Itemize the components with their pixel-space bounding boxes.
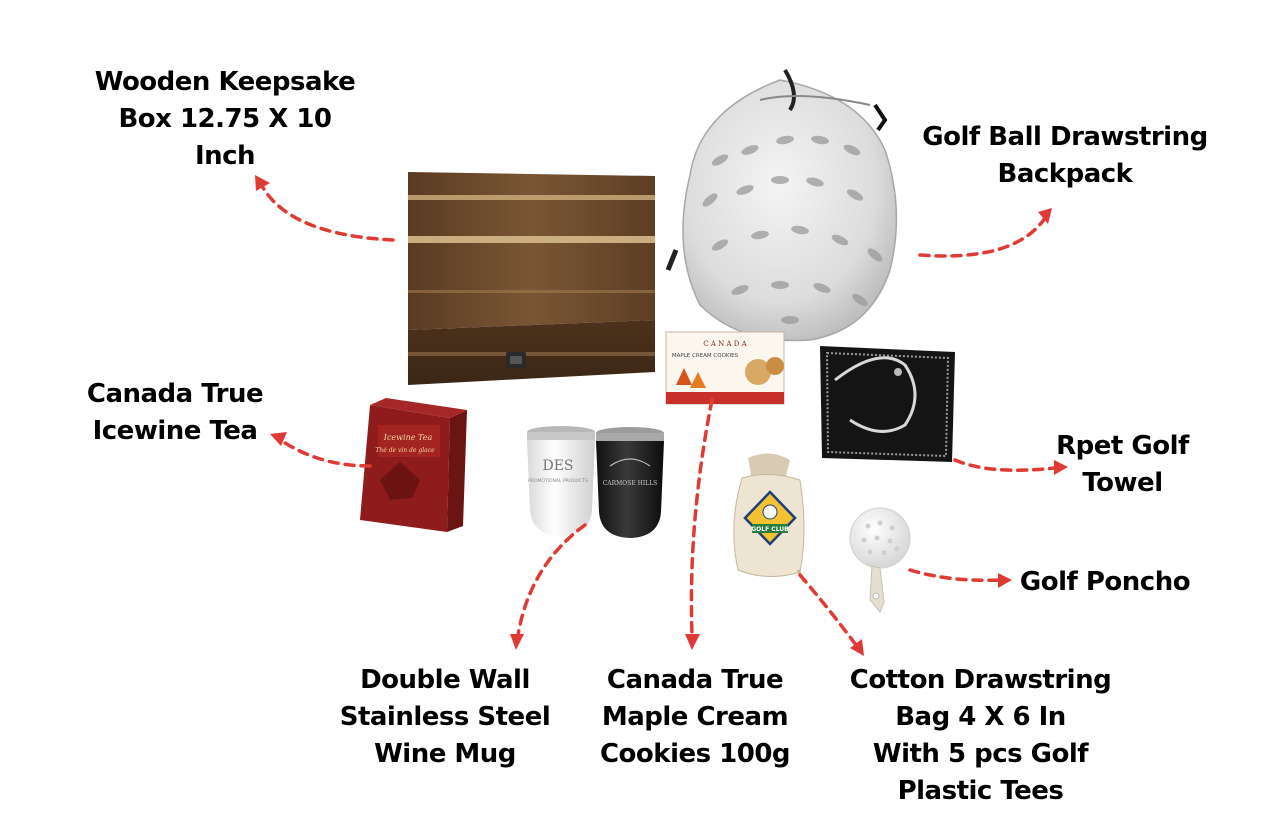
white-mug-text: PROMOTIONAL PRODUCTS bbox=[528, 478, 588, 484]
label-line: Backpack bbox=[997, 159, 1133, 189]
label-cookies: Canada True Maple Cream Cookies 100g bbox=[590, 662, 800, 773]
label-poncho: Golf Poncho bbox=[1010, 564, 1200, 601]
label-line: Double Wall bbox=[360, 665, 530, 695]
label-line: Icewine Tea bbox=[92, 416, 258, 446]
arrow-tea bbox=[270, 432, 372, 468]
label-line: Stainless Steel bbox=[339, 702, 551, 732]
label-towel: Rpet Golf Towel bbox=[1040, 428, 1205, 502]
golf-drawstring-bag-icon: GOLF CLUB bbox=[733, 453, 806, 583]
label-line: Maple Cream bbox=[601, 702, 789, 732]
label-line: Canada True bbox=[86, 379, 264, 409]
label-keepsake-box: Wooden Keepsake Box 12.75 X 10 Inch bbox=[80, 64, 370, 175]
label-line: Canada True bbox=[606, 665, 784, 695]
arrow-towel bbox=[953, 458, 1068, 475]
white-mug-logo: DES bbox=[542, 458, 573, 474]
arrow-drawstring-bag bbox=[798, 573, 864, 656]
cookie-box-title: MAPLE CREAM COOKIES bbox=[672, 353, 739, 359]
label-line: Plastic Tees bbox=[897, 776, 1064, 806]
white-wine-mug-icon: DES PROMOTIONAL PRODUCTS bbox=[527, 426, 595, 536]
label-line: Box 12.75 X 10 bbox=[118, 104, 332, 134]
label-tea: Canada True Icewine Tea bbox=[70, 376, 280, 450]
maple-cookie-box-icon: C A N A D A MAPLE CREAM COOKIES bbox=[665, 331, 785, 405]
label-line: Rpet Golf bbox=[1056, 431, 1189, 461]
arrow-keepsake-box bbox=[255, 175, 395, 242]
golf-ball-poncho-icon bbox=[849, 507, 911, 613]
label-line: Golf Ball Drawstring bbox=[922, 122, 1208, 152]
black-mug-text: CARMOSE HILLS bbox=[603, 480, 658, 487]
label-line: Bag 4 X 6 In bbox=[895, 702, 1066, 732]
tea-box-subtitle: Thé de vin de glace bbox=[375, 447, 435, 454]
label-line: Wooden Keepsake bbox=[94, 67, 356, 97]
label-line: With 5 pcs Golf bbox=[872, 739, 1089, 769]
label-line: Wine Mug bbox=[374, 739, 516, 769]
black-wine-mug-icon: CARMOSE HILLS bbox=[596, 427, 664, 538]
wooden-box-icon bbox=[408, 172, 655, 385]
tea-box-title: Icewine Tea bbox=[383, 433, 433, 442]
label-line: Towel bbox=[1082, 468, 1163, 498]
arrow-backpack bbox=[918, 208, 1052, 258]
label-backpack: Golf Ball Drawstring Backpack bbox=[910, 119, 1220, 193]
label-line: Inch bbox=[194, 141, 256, 171]
golf-towel-icon bbox=[820, 346, 955, 462]
label-mug: Double Wall Stainless Steel Wine Mug bbox=[335, 662, 555, 773]
arrow-poncho bbox=[908, 568, 1012, 588]
golf-bag-badge: GOLF CLUB bbox=[751, 526, 789, 533]
label-line: Cookies 100g bbox=[599, 739, 791, 769]
golf-ball-backpack-icon bbox=[665, 68, 898, 342]
arrow-cookies bbox=[685, 398, 714, 650]
label-line: Golf Poncho bbox=[1019, 567, 1191, 597]
icewine-tea-box-icon: Icewine Tea Thé de vin de glace bbox=[360, 398, 467, 532]
label-drawstring-bag: Cotton Drawstring Bag 4 X 6 In With 5 pc… bbox=[838, 662, 1123, 810]
label-line: Cotton Drawstring bbox=[849, 665, 1112, 695]
cookie-box-brand: C A N A D A bbox=[703, 340, 747, 348]
arrow-mug bbox=[510, 523, 587, 650]
